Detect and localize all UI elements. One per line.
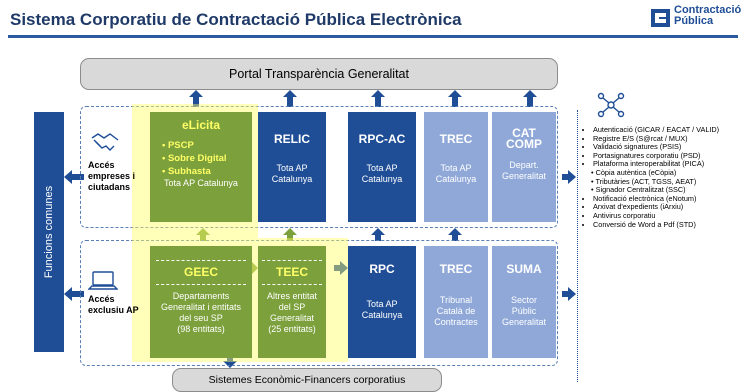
catcomp-sub-1: Depart. — [509, 160, 539, 170]
laptop-icon — [87, 270, 119, 297]
geec-line-2: Generalitat i entitats — [160, 302, 242, 312]
arrow-icon — [283, 228, 297, 241]
geec-title: GEEC — [183, 265, 218, 279]
trec-top-title: TREC — [439, 132, 473, 146]
common-function-item: • Signador Centralitzat (SSC) — [591, 185, 686, 195]
sistemes-economic-bar: Sistemes Econòmic-Financers corporatius — [172, 368, 442, 392]
arrow-icon — [371, 228, 385, 241]
arrow-icon — [448, 90, 462, 107]
rpc-ac-title: RPC-AC — [358, 132, 406, 146]
elicita-bullet-3: • Subhasta — [162, 166, 211, 177]
arrow-icon — [334, 261, 348, 275]
catcomp-sub-2: Generalitat — [501, 171, 547, 181]
relic-sub-1: Tota AP — [276, 163, 308, 173]
common-function-item: Notificació electrònica (eNotum) — [593, 194, 737, 204]
relic-box[interactable]: RELIC Tota AP Catalunya — [258, 112, 326, 222]
suma-title: SUMA — [506, 262, 542, 276]
bottom-group-container — [80, 240, 558, 366]
teec-title: TEEC — [275, 265, 308, 279]
rpc-ac-sub-1: Tota AP — [366, 163, 398, 173]
suma-line-3: Generalitat — [501, 317, 547, 327]
logo-mark-icon — [651, 9, 670, 27]
divider-line — [577, 110, 578, 382]
network-icon — [597, 92, 625, 123]
common-function-item: Plataforma interoperabilitat (PICA) — [593, 160, 737, 169]
teec-line-2: del SP — [278, 302, 306, 312]
teec-line-3: Generalitat — [269, 313, 315, 323]
common-function-item: • Còpia autèntica (eCòpia) — [591, 167, 677, 177]
trec-top-sub-2: Catalunya — [435, 174, 477, 184]
arrow-icon — [223, 351, 237, 368]
common-functions-list: Autenticació (GICAR / EACAT / VALID)Regi… — [585, 125, 737, 230]
rpc-title: RPC — [369, 262, 395, 276]
logo-text: Contractació Pública — [674, 5, 741, 27]
catcomp-title-2: COMP — [506, 137, 542, 151]
funcions-comunes-bar: Funcions comunes — [34, 112, 64, 352]
arrow-icon — [64, 287, 84, 301]
geec-line-3: del seu SP — [179, 313, 223, 323]
top-group-container — [80, 106, 558, 228]
common-function-item: Autenticació (GICAR / EACAT / VALID) — [593, 125, 737, 135]
page-title: Sistema Corporatiu de Contractació Públi… — [10, 10, 462, 29]
common-function-item: Conversió de Word a Pdf (STD) — [593, 220, 737, 230]
common-function-item: Validació signatures (PSIS) — [593, 143, 737, 152]
geec-line-1: Departaments — [172, 291, 230, 301]
rpc-ac-sub-2: Catalunya — [361, 174, 403, 184]
arrow-icon — [448, 228, 462, 241]
funcions-comunes-label: Funcions comunes — [43, 185, 55, 279]
suma-line-2: Públic — [511, 306, 537, 316]
common-function-item: Antivirus corporatiu — [593, 211, 737, 221]
geec-box[interactable]: GEEC Departaments Generalitat i entitats… — [150, 246, 252, 358]
actor-empreses: Accés empreses i ciutadans — [88, 160, 136, 192]
elicita-bullet-1: • PSCP — [162, 140, 194, 151]
catcomp-box[interactable]: CAT COMP Depart. Generalitat — [492, 112, 556, 222]
suma-line-1: Sector — [510, 295, 537, 305]
teec-box[interactable]: TEEC Altres entitat del SP Generalitat (… — [258, 246, 326, 358]
rpc-box[interactable]: RPC Tota AP Catalunya — [348, 246, 416, 358]
teec-line-4: (25 entitats) — [268, 324, 316, 334]
elicita-box[interactable]: eLicita • PSCP • Sobre Digital • Subhast… — [150, 112, 252, 222]
portal-transparencia-bar: Portal Transparència Generalitat — [80, 58, 558, 90]
elicita-bullet-2: • Sobre Digital — [162, 153, 227, 164]
trec-bottom-line-3: Contractes — [434, 317, 478, 327]
catcomp-title-1: CAT — [512, 126, 536, 140]
trec-bottom-line-1: Tribunal — [439, 295, 473, 305]
elicita-title: eLicita — [181, 118, 220, 132]
actor-ap: Accés exclusiu AP — [88, 294, 139, 315]
arrow-icon — [562, 170, 576, 184]
logo-line-1: Contractació — [674, 4, 742, 16]
arrow-icon — [64, 170, 84, 184]
arrow-icon — [371, 90, 385, 107]
elicita-sub: Tota AP Catalunya — [164, 178, 238, 188]
arrow-icon — [283, 90, 297, 107]
trec-top-box[interactable]: TREC Tota AP Catalunya — [424, 112, 488, 222]
arrow-icon — [247, 261, 258, 275]
arrow-icon — [562, 287, 576, 301]
relic-title: RELIC — [274, 132, 310, 146]
rpc-ac-box[interactable]: RPC-AC Tota AP Catalunya — [348, 112, 416, 222]
common-function-item: Registre E/S (S@rcat / MUX) — [593, 134, 737, 144]
trec-bottom-title: TREC — [439, 262, 473, 276]
arrow-icon — [189, 90, 203, 107]
trec-top-sub-1: Tota AP — [440, 163, 472, 173]
rpc-sub-2: Catalunya — [361, 310, 403, 320]
arrow-icon — [523, 90, 537, 107]
rpc-sub-1: Tota AP — [366, 299, 398, 309]
trec-bottom-box[interactable]: TREC Tribunal Català de Contractes — [424, 246, 488, 358]
header-rule — [8, 35, 738, 38]
suma-box[interactable]: SUMA Sector Públic Generalitat — [492, 246, 556, 358]
arrow-icon — [196, 228, 210, 241]
teec-line-1: Altres entitat — [266, 291, 318, 301]
relic-sub-2: Catalunya — [271, 174, 313, 184]
trec-bottom-line-2: Català de — [436, 306, 476, 316]
common-function-item: Portasignatures corporatiu (PSD) — [593, 151, 737, 161]
handshake-icon — [90, 130, 120, 161]
logo-line-2: Pública — [674, 15, 714, 27]
geec-line-4: (98 entitats) — [177, 324, 225, 334]
common-function-item: Arxivat d'expedients (iArxiu) — [593, 203, 737, 212]
common-function-item: • Tributàries (ACT, TGSS, AEAT) — [591, 176, 697, 186]
